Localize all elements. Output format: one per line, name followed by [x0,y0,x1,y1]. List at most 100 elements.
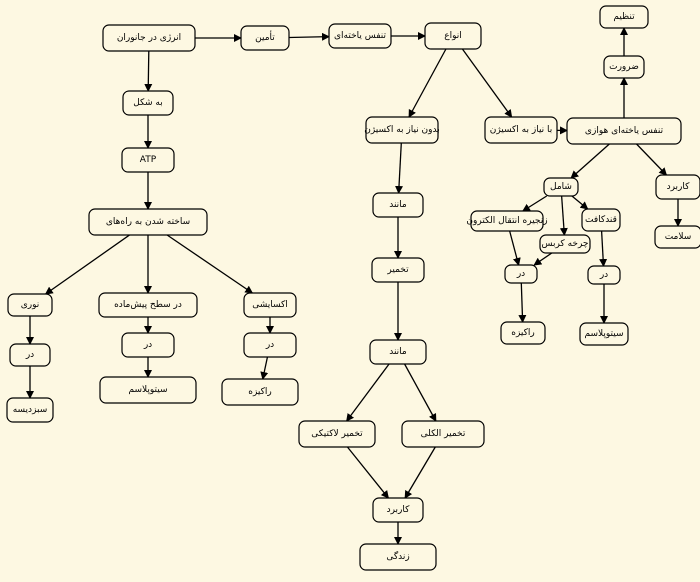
edge-etc-to-dar4 [509,230,521,266]
edge-lactic-to-use1 [346,446,389,499]
node-label: با نیاز به اکسیژن [490,125,553,135]
node-box [599,5,649,29]
node-box [7,293,53,317]
edge-dar3-to-mito1 [260,356,269,380]
node-label: ضرورت [609,62,639,72]
node-krebs: چرخه کربس [539,234,591,254]
node-box [328,23,392,49]
node-label: بدون نیاز به اکسیژن [364,125,440,135]
node-label: تخمیر الکلی [421,429,466,439]
node-manand1: مانند [372,192,424,218]
node-box [401,420,485,448]
node-box [121,147,175,173]
edge-manand2-to-alcohol [404,363,437,422]
edge-alcohol-to-use1 [404,446,436,499]
node-label: مانند [389,347,407,357]
node-box [603,55,645,79]
node-label: راکیزه [248,387,272,397]
node-box [9,343,51,367]
node-box [88,208,208,236]
node-label: چرخه کربس [541,239,588,249]
node-box [654,225,700,249]
node-label: نوری [21,300,40,310]
node-label: سلامت [665,232,692,242]
node-label: ATP [140,155,157,165]
edge-includes-to-krebs [559,195,568,236]
node-box [500,321,546,345]
node-label: کاربرد [387,505,411,515]
node-dar1: در [9,343,51,367]
node-health: سلامت [654,225,700,249]
node-noori: نوری [7,293,53,317]
node-box [543,177,579,197]
node-label: شامل [550,182,572,192]
node-use2: کاربرد [655,174,700,200]
edge-dar4-to-mito2 [518,282,527,323]
node-label: ساخته شدن به راه‌های [106,217,190,227]
node-box [566,117,682,145]
node-box [359,543,437,571]
node-box [539,234,591,254]
node-label: زندگی [386,550,409,562]
edge-manand2-to-lactic [346,363,390,422]
node-box [470,210,544,232]
node-box [655,174,700,200]
node-box [240,25,290,51]
edge-aerresp-to-use2 [636,143,668,176]
node-dar3: در [243,332,297,358]
node-energy: انرژی در جانوران [102,24,196,52]
node-label: در [265,340,274,350]
node-box [424,22,482,50]
node-label: راکیزه [511,328,535,338]
edge-aerresp-to-includes [570,143,610,179]
node-alcohol: تخمیر الکلی [401,420,485,448]
node-box [484,116,558,144]
node-use1: کاربرد [372,497,424,523]
node-label: تخمیر [386,265,409,275]
edge-glycolysis-to-dar5 [599,230,608,267]
edge-krebs-to-dar4 [533,252,553,266]
node-box [504,264,538,284]
node-label: اکسایشی [252,300,288,310]
edge-includes-to-glycolysis [571,195,589,210]
node-dar5: در [587,265,621,285]
node-anaerobic: بدون نیاز به اکسیژن [364,116,440,144]
node-label: در سطح پیش‌ماده [114,300,182,310]
node-box [102,24,196,52]
node-label: انرژی در جانوران [117,33,181,43]
node-label: تنفس یاخته‌ای هوازی [585,126,664,136]
node-cytoplasm1: سیتوپلاسم [99,376,197,404]
node-substrate: در سطح پیش‌ماده [98,292,198,318]
node-manand2: مانند [369,339,427,365]
node-box [243,332,297,358]
node-label: تأمین [255,30,275,43]
node-cytoplasm2: سیتوپلاسم [579,322,629,346]
node-includes: شامل [543,177,579,197]
edge-types-to-anaerobic [408,48,447,118]
node-label: سبزدیسه [13,405,48,415]
node-asform: به شکل [122,90,174,116]
node-label: کاربرد [667,182,691,192]
node-label: تنظیم [613,12,635,22]
node-label: در [143,340,152,350]
node-label: سیتوپلاسم [128,385,167,395]
node-necessity: ضرورت [603,55,645,79]
node-dar2: در [121,332,175,358]
node-oxidative: اکسایشی [243,292,297,318]
node-dar4: در [504,264,538,284]
node-label: مانند [389,200,407,210]
node-box [99,376,197,404]
node-label: در [599,270,608,280]
node-label: سیتوپلاسم [584,329,623,339]
node-label: قندکافت [585,215,617,225]
node-label: تخمیر لاکتیکی [311,429,363,439]
node-atp: ATP [121,147,175,173]
node-mito2: راکیزه [500,321,546,345]
edge-made-to-noori [44,234,130,295]
node-lactic: تخمیر لاکتیکی [298,420,376,448]
node-supply: تأمین [240,25,290,51]
node-cellresp: تنفس یاخته‌ای [328,23,392,49]
node-aerresp: تنفس یاخته‌ای هوازی [566,117,682,145]
